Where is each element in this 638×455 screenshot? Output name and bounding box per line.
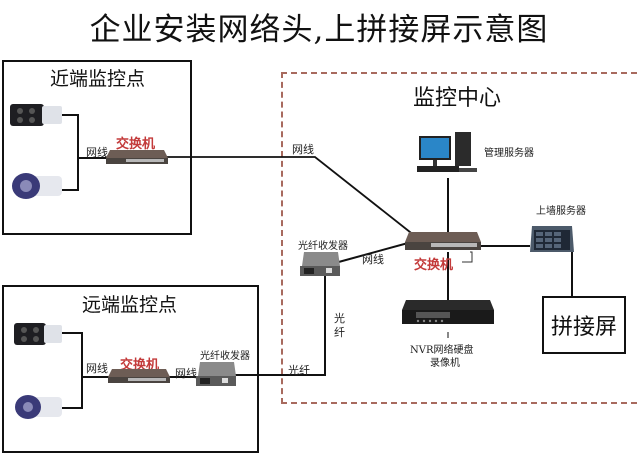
near-site-title: 近端监控点 <box>50 68 146 90</box>
center-transceiver-cable-label: 网线 <box>362 253 384 266</box>
far-transceiver-icon <box>196 362 236 386</box>
monitoring-center-box <box>281 72 637 404</box>
wall-server-label: 上墙服务器 <box>536 206 586 217</box>
center-transceiver-wire <box>334 242 409 264</box>
nvr-label-line1: NVR网络硬盘 <box>410 345 474 356</box>
near-uplink-label: 网线 <box>292 143 314 156</box>
center-transceiver-label: 光纤收发器 <box>298 241 348 252</box>
center-switch-label: 交换机 <box>414 258 454 273</box>
far-transceiver-label: 光纤收发器 <box>200 351 250 362</box>
near-switch-label: 交换机 <box>116 137 156 152</box>
far-cable-label-1: 网线 <box>86 362 108 375</box>
diagram-title: 企业安装网络头,上拼接屏示意图 <box>89 12 549 48</box>
near-camera1-wire <box>60 114 79 191</box>
near-cable-label: 网线 <box>86 146 108 159</box>
camera-icon <box>10 104 62 126</box>
nvr-icon <box>402 300 494 324</box>
management-server-label: 管理服务器 <box>484 148 534 159</box>
far-switch-icon <box>108 369 170 383</box>
fiber-vertical-label: 光纤 <box>334 312 345 339</box>
camera-icon <box>12 173 62 199</box>
far-cable-label-2: 网线 <box>175 367 197 380</box>
fiber-wire <box>232 275 326 376</box>
video-wall-box: 拼接屏 <box>542 296 626 354</box>
wall-server-icon <box>530 226 574 252</box>
switch-bracket <box>462 251 473 263</box>
far-camera-wire <box>60 332 83 409</box>
nvr-label-line2: 录像机 <box>430 358 460 369</box>
near-site-box <box>2 60 192 235</box>
switch-icon <box>106 150 168 164</box>
near-uplink-wire <box>165 156 416 237</box>
center-switch-icon <box>405 232 481 250</box>
far-site-title: 远端监控点 <box>82 294 178 316</box>
camera-icon <box>15 395 62 419</box>
management-server-icon <box>417 132 477 172</box>
monitoring-center-title: 监控中心 <box>413 86 502 111</box>
video-wall-label: 拼接屏 <box>550 315 617 340</box>
fiber-label: 光纤 <box>288 364 310 377</box>
center-transceiver-icon <box>300 252 340 276</box>
camera-icon <box>14 323 62 345</box>
